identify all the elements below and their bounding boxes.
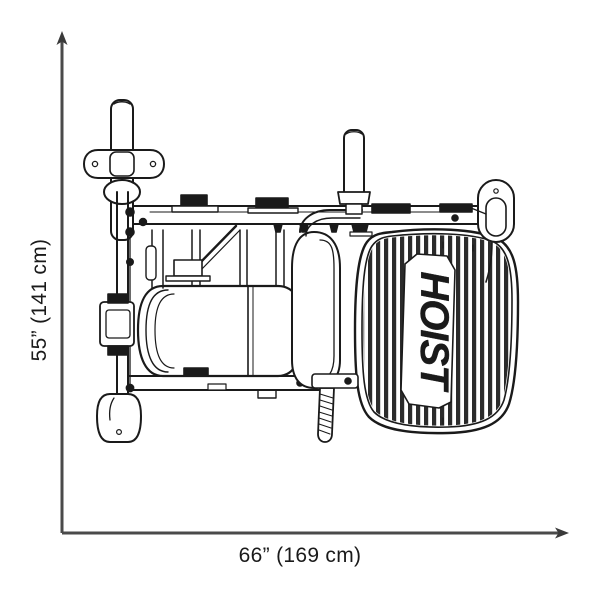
horizontal-dimension-label: 66” (169 cm)	[238, 544, 362, 567]
hoist-logo-text: HOIST	[412, 271, 456, 393]
top-handle-post	[337, 129, 371, 215]
rail-mount-blocks	[171, 194, 473, 214]
main-frame-rail	[118, 194, 479, 237]
lower-left-foot	[96, 393, 142, 443]
left-pivot-bracket	[83, 149, 165, 179]
vertical-dimension-label: 55” (141 cm)	[28, 238, 51, 362]
left-carriage-block	[99, 293, 135, 356]
dimension-lines	[56, 31, 569, 539]
hoist-logo: HOIST	[400, 253, 456, 409]
right-end-bracket	[477, 179, 515, 283]
center-curved-arm	[291, 209, 363, 389]
textured-grip-handle	[311, 373, 359, 443]
horizontal-dimension-line	[62, 527, 569, 539]
vertical-dimension-line	[56, 31, 68, 533]
machine-top-view: HOIST	[83, 99, 520, 443]
center-uprights	[145, 224, 285, 289]
horizontal-dim-arrowhead	[555, 527, 569, 539]
seat-pad	[136, 284, 305, 378]
vertical-dim-arrowhead	[56, 31, 68, 45]
hardware-details	[138, 205, 487, 391]
